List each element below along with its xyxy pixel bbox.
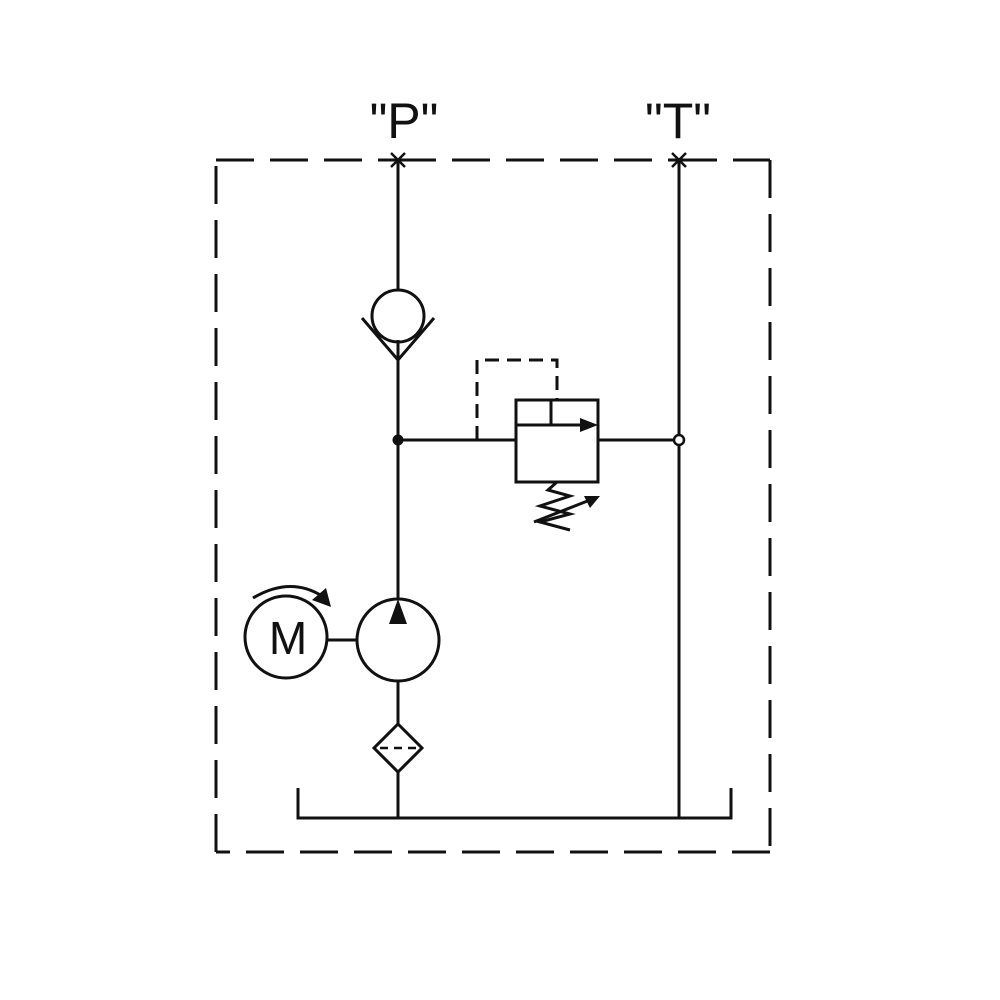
pressure-relief-valve-icon	[514, 398, 600, 484]
adjustable-spring-icon	[533, 480, 600, 532]
unit-enclosure-boundary	[214, 158, 772, 854]
reservoir-tank-icon	[296, 788, 733, 820]
tank-junction-dot	[672, 433, 686, 447]
suction-filter-icon	[371, 721, 425, 775]
check-valve-icon	[360, 288, 436, 363]
rotation-direction-arrow-icon	[252, 585, 331, 607]
pressure-port-label: "P"	[370, 93, 439, 149]
electric-motor-icon: M	[243, 594, 329, 680]
hydraulic-pump-icon	[355, 597, 441, 683]
motor-label: M	[269, 612, 307, 664]
pilot-line	[475, 358, 559, 440]
tank-port-label: "T"	[645, 93, 711, 149]
